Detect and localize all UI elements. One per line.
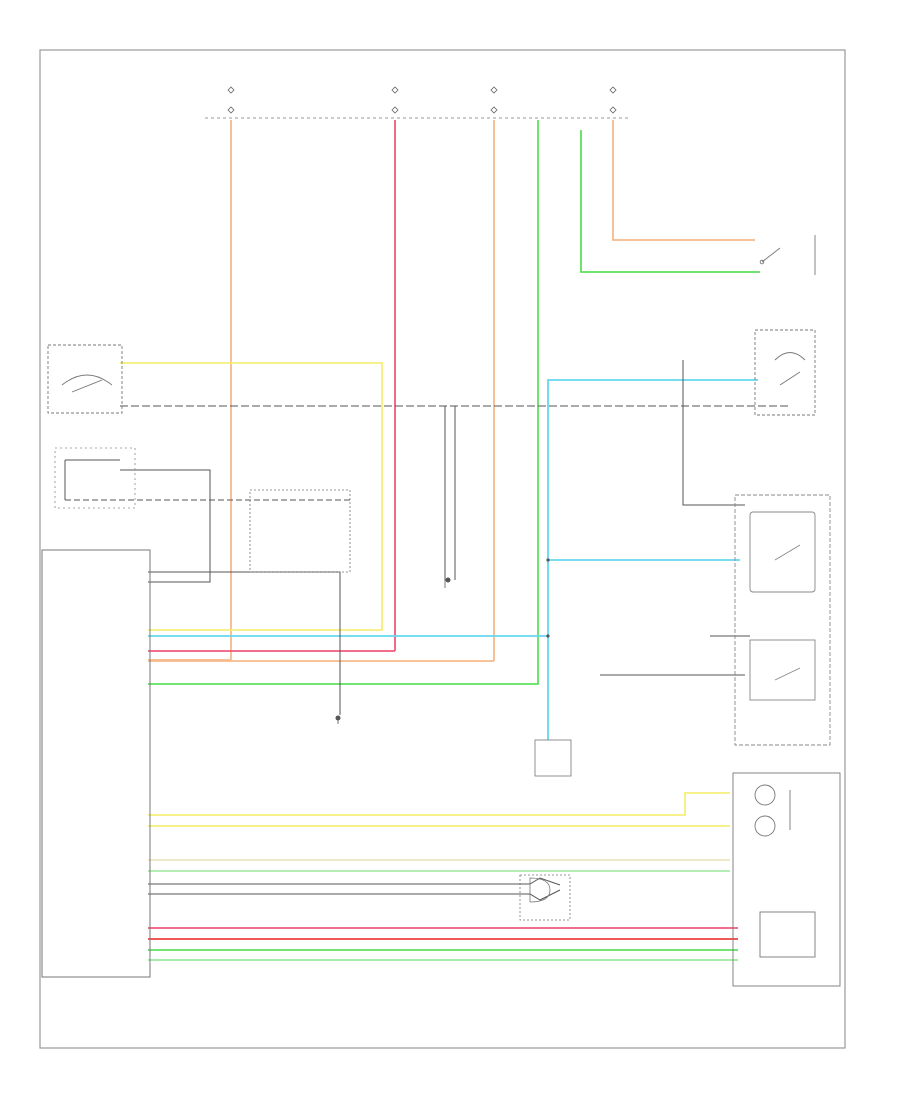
fuse-symbols [227,86,617,114]
lower-signal-wires [148,859,730,872]
ground-wires [64,360,790,901]
cyan-wires [148,379,758,740]
center-connector-block [249,489,351,573]
motor-sensor-module [732,772,841,987]
sensor-harness [148,927,738,961]
diagram-frame [39,49,846,1049]
release-actuator-component [54,447,136,509]
control-module [41,549,151,978]
green-wires [148,120,760,685]
right-top-switch [759,235,816,275]
ground-symbols [337,580,446,724]
right-power-unit [734,494,831,746]
left-switch-component [47,344,123,414]
splice-points [335,558,550,721]
sensor-boxes [519,739,572,921]
right-door-switch [754,329,816,416]
pink-wire [148,120,396,652]
yellow-wires [120,362,730,827]
orange-wires [148,120,755,662]
